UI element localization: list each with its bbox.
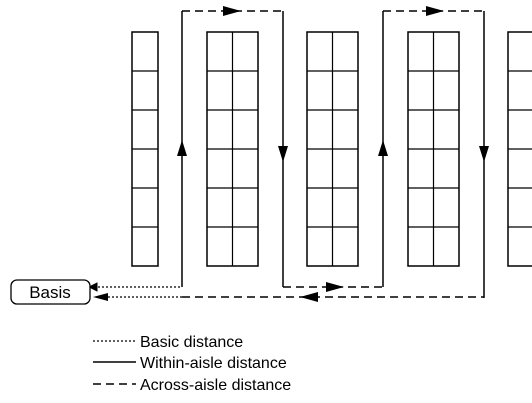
arrow-left-return [300, 292, 318, 302]
direction-arrows [93, 6, 489, 302]
legend-label-across: Across-aisle distance [140, 377, 291, 394]
arrow-left-basis [93, 293, 108, 301]
storage-rack [131, 31, 159, 267]
storage-rack [407, 31, 460, 267]
legend-label-within: Within-aisle distance [140, 355, 287, 372]
storage-rack [306, 31, 359, 267]
arrow-right-top-1 [223, 6, 241, 16]
storage-racks [131, 31, 532, 267]
arrow-right-top-2 [426, 6, 444, 16]
storage-rack [507, 31, 532, 267]
legend: Basic distance Within-aisle distance Acr… [93, 334, 291, 394]
basis-box [10, 279, 91, 305]
arrow-right-bottom-1 [326, 282, 344, 292]
legend-label-basic: Basic distance [140, 334, 243, 351]
storage-rack [206, 31, 259, 267]
basis-label: Basis [29, 283, 71, 302]
arrow-down-aisle-2 [278, 146, 288, 162]
arrow-down-aisle-4 [479, 146, 489, 162]
basis-node: Basis [10, 279, 91, 305]
arrow-up-aisle-1 [177, 140, 187, 156]
arrow-up-aisle-3 [378, 140, 388, 156]
